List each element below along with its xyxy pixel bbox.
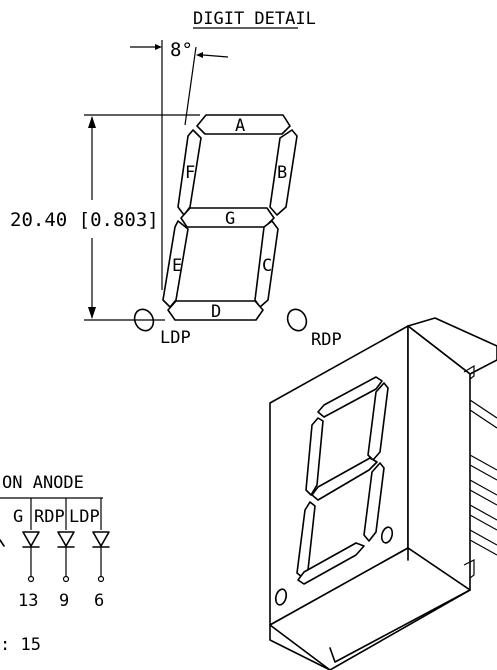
circuit-column-g: G <box>13 507 23 527</box>
segment-label-c: C <box>262 256 272 276</box>
circuit-column-ldp: LDP <box>69 507 100 527</box>
segment-label-f: F <box>185 163 195 183</box>
slant-angle-annotation: 8° <box>130 39 229 290</box>
seven-segment-digit: A B F G E C D <box>162 114 298 322</box>
segment-a <box>196 114 291 135</box>
common-pin-label: : 15 <box>0 635 41 655</box>
segment-label-g: G <box>225 209 235 229</box>
segment-b <box>269 129 298 216</box>
left-decimal-point <box>133 308 155 332</box>
height-dimension-label: 20.40 [0.803] <box>10 209 159 231</box>
pin-number-6: 6 <box>94 591 104 611</box>
decimal-points: LDP RDP <box>133 308 342 350</box>
package-pins <box>463 364 497 579</box>
common-anode-circuit: ON ANODE G RDP LDP 13 9 <box>0 473 110 655</box>
segment-label-d: D <box>211 302 221 322</box>
segment-label-e: E <box>172 256 182 276</box>
circuit-column-rdp: RDP <box>34 507 65 527</box>
right-dp-label: RDP <box>311 330 342 350</box>
angle-label: 8° <box>170 39 193 61</box>
left-dp-label: LDP <box>160 328 191 348</box>
diode-icon <box>92 531 110 583</box>
diode-icon <box>22 531 40 583</box>
segment-g <box>180 207 275 228</box>
segment-d <box>167 300 264 321</box>
package-digit <box>274 376 394 606</box>
circuit-header: ON ANODE <box>2 473 84 493</box>
pin-number-9: 9 <box>59 591 69 611</box>
drawing-title: DIGIT DETAIL <box>193 9 316 29</box>
segment-label-a: A <box>235 116 245 136</box>
height-dimension: 20.40 [0.803] <box>10 114 200 321</box>
right-decimal-point <box>286 308 308 332</box>
diode-icon <box>57 531 75 583</box>
pin-number-13: 13 <box>18 591 38 611</box>
display-package-3d <box>269 317 497 670</box>
segment-label-b: B <box>277 163 287 183</box>
